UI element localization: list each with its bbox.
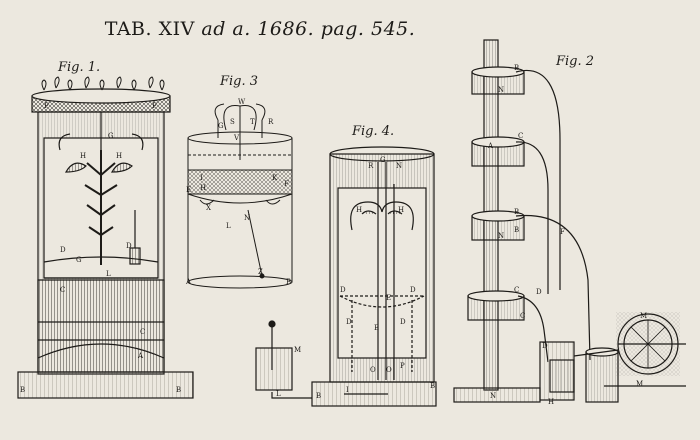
fig2-letter-7: F (560, 228, 565, 236)
fig1-letter-9: C (60, 286, 65, 294)
fig3-letter-1: G (218, 122, 224, 130)
fig3-letter-5: V (233, 134, 240, 142)
plate-title-main: TAB. XIV (104, 18, 195, 40)
fig2-letter-12: H (548, 398, 554, 406)
fig2-letter-9: C (520, 312, 525, 320)
fig3-letter-6: I (200, 174, 203, 182)
fig4-fountain-apparatus (255, 146, 437, 407)
fig1-letter-2: G (108, 132, 114, 140)
fig2-letter-11: D (542, 342, 548, 350)
fig2-pump-column (453, 39, 686, 403)
fig4-letter-4: H (398, 206, 404, 214)
fig2-letter-13: M (640, 312, 647, 320)
fig4-letter-8: D (400, 318, 406, 326)
fig4-letter-2: N (396, 162, 402, 170)
fig3-letter-15: A (185, 278, 192, 286)
fig1-fountain (17, 76, 194, 399)
fig4-label: Fig. 4. (352, 124, 395, 139)
fig3-letter-11: X (206, 204, 211, 212)
fig3-glass-vessel (187, 103, 293, 289)
fig4-letter-markers: RG N H H E D D D D E P O O B B M L I (276, 156, 435, 400)
fig2-letter-14: M (636, 380, 643, 388)
fig1-letter-5: G (76, 256, 82, 264)
fig2-letter-10: D (536, 288, 542, 296)
fig1-letter-13: B (176, 386, 181, 394)
fig1-letter-10: C (140, 328, 145, 336)
fig4-letter-6: D (340, 286, 346, 294)
fig4-letter-1: G (380, 156, 386, 164)
fig3-letter-3: T (250, 118, 255, 126)
fig2-letter-6: C (514, 286, 519, 294)
fig4-letter-7: D (346, 318, 352, 326)
fig1-letter-12: B (20, 386, 25, 394)
fig3-letter-12: N (244, 214, 250, 222)
fig1-letter-4: H (116, 152, 122, 160)
fig4-letter-15: B (430, 382, 435, 390)
fig3-letter-14: Z (258, 268, 263, 276)
fig4-letter-3: H (356, 206, 362, 214)
fig2-letter-0: B (514, 64, 519, 72)
fig2-letter-4: B (514, 208, 519, 216)
fig4-letter-10: E (374, 324, 379, 332)
fig3-letter-9: F (284, 180, 289, 188)
fig4-letter-9: D (410, 286, 416, 294)
fig4-letter-17: L (276, 390, 281, 398)
fig1-letter-3: H (80, 152, 86, 160)
fig2-letter-15: N (490, 392, 496, 400)
fig1-letter-1: F (152, 102, 157, 110)
fig2-letter-2: C (518, 132, 523, 140)
plate-title-rest: ad a. 1686. pag. 545. (194, 18, 416, 40)
fig4-letter-13: O (386, 366, 392, 374)
fig1-letter-7: D (126, 242, 132, 250)
fig4-letter-14: B (316, 392, 321, 400)
fig2-letter-1: N (498, 86, 504, 94)
fig3-letter-7: K (272, 174, 278, 182)
fig2-letter-3: A (487, 142, 494, 150)
fig3-letter-0: W (238, 98, 246, 106)
fig3-letter-8: H (200, 184, 206, 192)
fig1-letter-11: A (137, 352, 144, 360)
fig1-letter-markers: F F G H H G D D L C C A B B (20, 102, 181, 394)
fig4-letter-16: M (294, 346, 301, 354)
fig2-label: Fig. 2 (556, 54, 595, 69)
fig1-letter-6: D (60, 246, 66, 254)
fig4-letter-12: O (370, 366, 376, 374)
fig4-letter-11: P (400, 362, 405, 370)
fig2-letter-markers: B N C A B N C F B C D D H M M N (487, 64, 647, 406)
fig2-letter-8: B (514, 226, 519, 234)
fig1-label: Fig. 1. (58, 60, 101, 75)
fig3-letter-10: E (186, 186, 191, 194)
fig4-letter-0: R (368, 162, 374, 170)
fig3-label: Fig. 3 (220, 74, 259, 89)
fig4-letter-5: E (386, 294, 391, 302)
fig3-letter-2: S (230, 118, 235, 126)
fig3-letter-16: B (286, 278, 291, 286)
fig3-letter-4: R (268, 118, 274, 126)
fig4-letter-18: I (346, 386, 349, 394)
fig3-letter-13: L (226, 222, 231, 230)
fig1-letter-8: L (106, 270, 111, 278)
fig1-letter-0: F (44, 102, 49, 110)
fig2-letter-5: N (498, 232, 504, 240)
fig3-letter-markers: W G S T R V I K H F E X N L Z A B (185, 98, 291, 286)
plate-title: TAB. XIV ad a. 1686. pag. 545. (0, 18, 520, 40)
